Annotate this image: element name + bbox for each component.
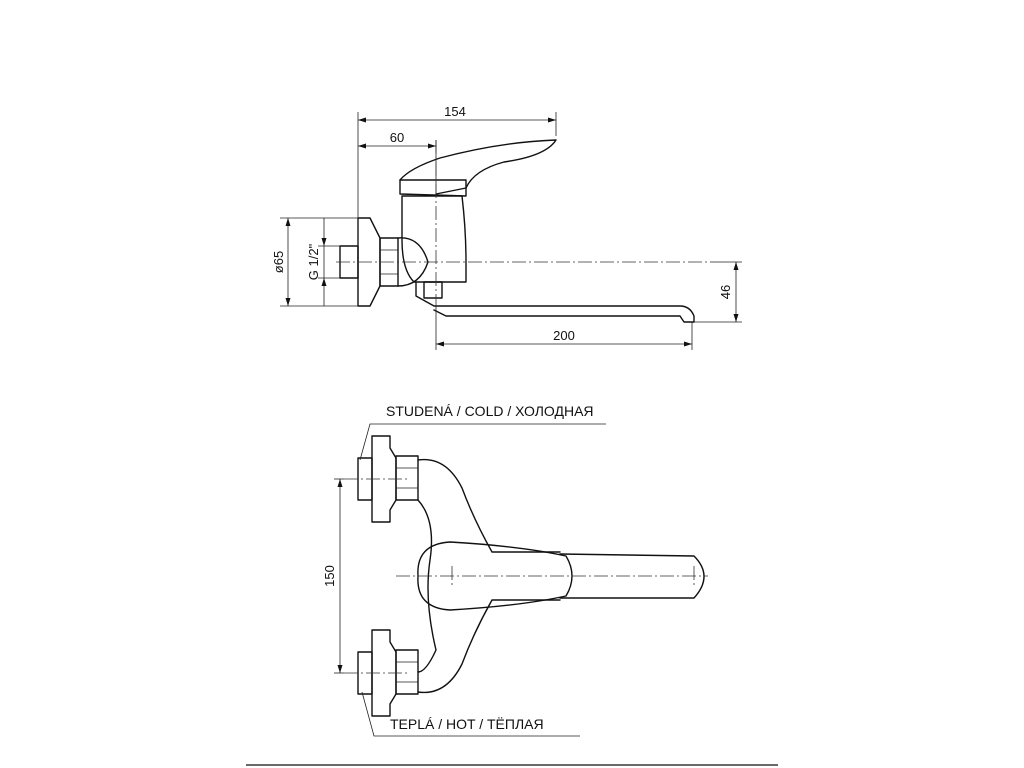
handle-base bbox=[399, 179, 467, 197]
hot-inlet bbox=[357, 629, 419, 717]
side-view: 154 60 ø65 G 1/2" 46 200 bbox=[271, 104, 742, 350]
mixer-body bbox=[401, 195, 467, 283]
cold-label: STUDENÁ / COLD / ХОЛОДНАЯ bbox=[386, 403, 594, 419]
dim-handle-offset: 60 bbox=[390, 130, 404, 145]
dim-spout-length: 200 bbox=[553, 328, 575, 343]
dim-inlet-spacing: 150 bbox=[322, 565, 337, 587]
dim-total-length: 154 bbox=[444, 104, 466, 119]
dim-rosette-diameter: ø65 bbox=[271, 251, 286, 273]
spout-nut bbox=[423, 281, 443, 299]
mixer-body-top bbox=[417, 458, 561, 694]
hot-label: TEPLÁ / HOT / ТЁПЛАЯ bbox=[390, 716, 544, 732]
dim-thread: G 1/2" bbox=[306, 243, 321, 280]
lever-handle bbox=[399, 139, 557, 195]
spout bbox=[415, 281, 695, 323]
dim-spout-height: 46 bbox=[718, 285, 733, 299]
top-view: 150 STUDENÁ / COLD / ХОЛОДНАЯ TEPLÁ / HO… bbox=[322, 403, 708, 737]
spout-top bbox=[559, 553, 705, 599]
